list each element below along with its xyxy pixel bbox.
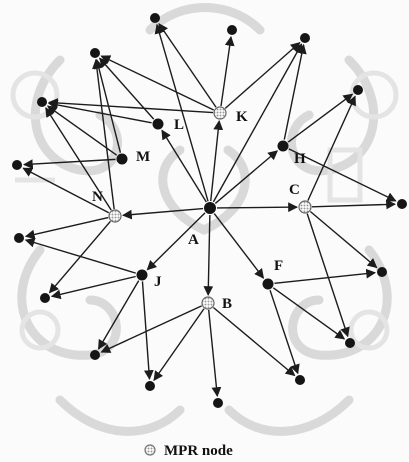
node-label-h: H	[294, 151, 306, 167]
edge-arrow	[99, 281, 139, 349]
node-label-j: J	[154, 274, 162, 290]
neighbor-node	[12, 160, 22, 170]
neighbor-node	[227, 25, 237, 35]
edge-arrow	[307, 214, 348, 337]
node-f	[263, 279, 274, 290]
neighbor-node	[37, 97, 47, 107]
edge-arrow	[288, 94, 352, 142]
neighbor-node	[300, 33, 310, 43]
node-label-m: M	[136, 149, 150, 165]
node-label-l: L	[174, 117, 184, 133]
edge-arrow	[26, 240, 136, 273]
edge-arrow	[214, 214, 263, 278]
node-label-b: B	[222, 296, 232, 312]
edge-arrow	[52, 276, 136, 296]
node-a	[204, 202, 216, 214]
named-node-layer	[109, 107, 311, 309]
neighbor-node	[377, 267, 387, 277]
neighbor-node	[90, 48, 100, 58]
edge-arrow	[213, 307, 294, 375]
node-l	[153, 119, 164, 130]
node-j	[137, 270, 148, 281]
edge-arrow	[215, 151, 277, 204]
edge-arrow	[312, 204, 395, 207]
node-m	[117, 154, 128, 165]
node-label-k: K	[236, 109, 248, 125]
neighbor-node	[90, 350, 100, 360]
node-label-a: A	[188, 232, 199, 248]
neighbor-node	[40, 293, 50, 303]
edge-arrow	[159, 24, 216, 107]
edge-arrow	[24, 159, 116, 164]
neighbor-node	[295, 375, 305, 385]
node-label-n: N	[92, 189, 103, 205]
edge-arrow	[100, 58, 154, 119]
node-label-f: F	[274, 258, 283, 274]
neighbor-node	[150, 13, 160, 23]
mpr-node-n	[109, 210, 121, 222]
node-label-layer: A K L M N HC F B J	[92, 109, 306, 312]
edge-arrow	[123, 209, 203, 216]
edge-arrow	[211, 121, 219, 201]
edge-arrow	[96, 60, 114, 209]
edge-arrow	[310, 212, 376, 268]
neighbor-node	[14, 233, 24, 243]
neighbor-node	[213, 398, 223, 408]
edge-arrow	[209, 310, 218, 396]
edge-arrow	[162, 130, 206, 202]
edge-arrow	[157, 25, 208, 202]
edge-arrow	[221, 37, 231, 106]
edge-arrow	[308, 96, 355, 200]
edge-arrow	[225, 43, 300, 109]
mpr-node-c	[299, 201, 311, 213]
legend: MPR node	[145, 443, 233, 459]
node-label-c: C	[289, 182, 300, 198]
neighbor-node	[345, 338, 355, 348]
mpr-node-k	[214, 107, 226, 119]
neighbor-node	[353, 85, 363, 95]
edge-arrow	[217, 207, 297, 208]
mpr-node-b	[202, 297, 214, 309]
edge-arrow	[101, 56, 213, 110]
edge-arrow	[154, 309, 204, 381]
edge-arrow	[101, 306, 201, 352]
node-h	[278, 141, 289, 152]
legend-label: MPR node	[164, 443, 233, 459]
edge-arrow	[274, 273, 375, 284]
edge-arrow	[208, 215, 210, 295]
neighbor-node	[397, 199, 407, 209]
edge-arrow	[26, 218, 108, 237]
neighbor-node	[145, 381, 155, 391]
mpr-legend-icon	[145, 445, 155, 455]
